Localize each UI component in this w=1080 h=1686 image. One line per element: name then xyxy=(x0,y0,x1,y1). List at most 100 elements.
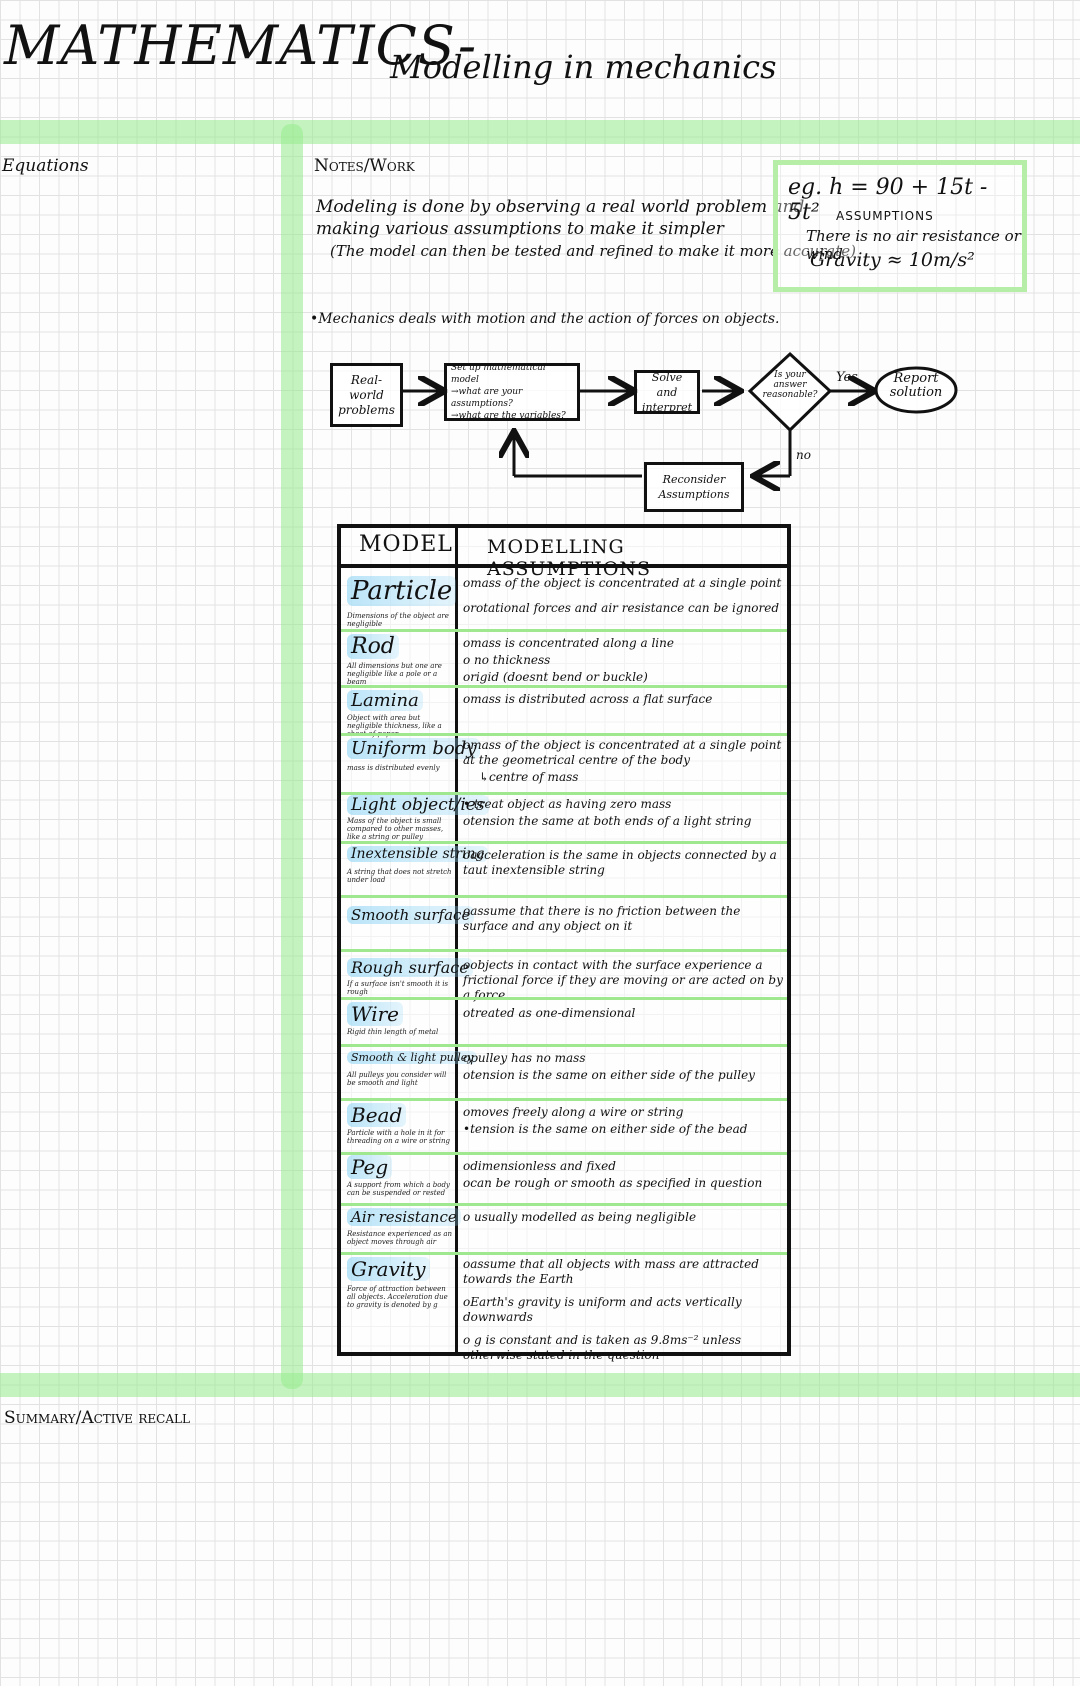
model-name: Rough surface xyxy=(347,958,473,977)
model-description: Dimensions of the object are negligible xyxy=(347,612,449,628)
row-divider xyxy=(341,1098,787,1101)
model-name: Bead xyxy=(347,1103,407,1127)
flow-setup-model: Set up mathematical model →what are your… xyxy=(444,363,580,421)
assumption-item: ↳centre of mass xyxy=(479,770,579,784)
intro-line: making various assumptions to make it si… xyxy=(316,219,724,239)
flow-yes-label: Yes xyxy=(836,370,858,385)
assumption-item: otension is the same on either side of t… xyxy=(463,1068,755,1082)
assumption-item: orotational forces and air resistance ca… xyxy=(463,601,780,615)
model-name: Smooth surface xyxy=(347,906,475,924)
flow-text: →what are the variables? xyxy=(451,411,566,421)
model-name: Wire xyxy=(347,1002,403,1026)
intro-text: Modeling is done by observing a real wor… xyxy=(316,196,856,262)
assumption-item: oassume that there is no friction betwee… xyxy=(463,904,741,933)
model-assumptions: omass is concentrated along a line o no … xyxy=(463,636,789,687)
assumption-item: omass is distributed across a flat surfa… xyxy=(463,692,713,706)
flow-text: Is your xyxy=(774,370,806,380)
assumption-item: oacceleration is the same in objects con… xyxy=(463,848,777,877)
flow-text: Report xyxy=(893,371,939,386)
report-ellipse xyxy=(874,366,958,414)
model-description: A string that does not stretch under loa… xyxy=(347,868,452,884)
model-description: All dimensions but one are negligible li… xyxy=(347,662,442,686)
model-assumptions: omass of the object is concentrated at a… xyxy=(463,576,789,618)
assumption-item: otreated as one-dimensional xyxy=(463,1006,636,1020)
row-divider xyxy=(341,1203,787,1206)
model-assumptions: opulley has no mass otension is the same… xyxy=(463,1051,789,1085)
row-divider xyxy=(341,895,787,898)
model-assumptions: omoves freely along a wire or string •te… xyxy=(463,1105,789,1139)
flow-text: Set up mathematical model xyxy=(451,363,546,385)
model-assumptions: oacceleration is the same in objects con… xyxy=(463,848,789,880)
assumption-item: otension the same at both ends of a ligh… xyxy=(463,814,752,828)
model-assumptions: omass is distributed across a flat surfa… xyxy=(463,692,789,709)
row-divider xyxy=(341,1252,787,1255)
row-divider xyxy=(341,1044,787,1047)
model-assumptions: • treat object as having zero mass otens… xyxy=(463,797,789,831)
flow-solve: Solve and interpret xyxy=(634,370,700,414)
model-description: Particle with a hole in it for threading… xyxy=(347,1129,450,1145)
assumption-item: oassume that all objects with mass are a… xyxy=(463,1257,759,1286)
assumption-item: • treat object as having zero mass xyxy=(463,797,672,811)
flow-report: Report solution xyxy=(876,372,956,400)
model-name: Rod xyxy=(347,634,399,659)
flow-reconsider: Reconsider Assumptions xyxy=(644,462,744,512)
assumption-item: omass of the object is concentrated at a… xyxy=(463,576,782,590)
flowchart-arrows xyxy=(403,351,958,520)
column-divider-band xyxy=(281,124,303,1389)
model-description: Resistance experienced as an object move… xyxy=(347,1230,453,1246)
flow-text: reasonable? xyxy=(762,390,818,400)
flow-text: problems xyxy=(338,402,395,417)
flow-no-label: no xyxy=(796,448,811,462)
model-assumptions: oobjects in contact with the surface exp… xyxy=(463,958,789,1005)
modelling-table: MODEL MODELLING ASSUMPTIONS Particle Dim… xyxy=(337,524,791,1362)
row-divider xyxy=(341,629,787,632)
assumption-item: o usually modelled as being negligible xyxy=(463,1210,697,1224)
assumption-item: •tension is the same on either side of t… xyxy=(463,1122,748,1136)
example-equation: eg. h = 90 + 15t - 5t² xyxy=(788,175,988,225)
row-divider xyxy=(341,949,787,952)
model-assumptions: omass of the object is concentrated at a… xyxy=(463,738,789,787)
table-header-assumptions: MODELLING ASSUMPTIONS xyxy=(487,536,652,580)
flow-text: Reconsider xyxy=(662,473,726,486)
model-name: Lamina xyxy=(347,690,423,711)
flow-text: Assumptions xyxy=(658,488,730,501)
assumptions-heading: ASSUMPTIONS xyxy=(836,209,934,223)
assumption-item: oEarth's gravity is uniform and acts ver… xyxy=(463,1295,742,1324)
bottom-divider-band xyxy=(0,1373,1080,1397)
flow-text: Solve and xyxy=(651,370,683,399)
flow-decision: Is your answer reasonable? xyxy=(760,370,820,400)
model-name: Particle xyxy=(347,576,457,606)
table-column-divider xyxy=(455,528,458,1352)
model-assumptions: o usually modelled as being negligible xyxy=(463,1210,789,1227)
model-description: If a surface isn't smooth it is rough xyxy=(347,980,449,996)
table-header-line xyxy=(341,564,787,568)
model-description: Force of attraction between all objects.… xyxy=(347,1285,448,1309)
assumption-item: o no thickness xyxy=(463,653,551,667)
example-assumption: There is no air resistance or wind xyxy=(806,227,1021,263)
flow-text: solution xyxy=(889,385,943,400)
model-description: Mass of the object is small compared to … xyxy=(347,817,444,841)
example-assumption: Gravity ≈ 10m/s² xyxy=(810,249,975,271)
model-assumptions: oassume that all objects with mass are a… xyxy=(463,1257,789,1365)
assumption-item: o g is constant and is taken as 9.8ms⁻² … xyxy=(463,1333,742,1362)
example-box: eg. h = 90 + 15t - 5t² ASSUMPTIONS There… xyxy=(773,160,1027,292)
summary-label: Summary/Active recall xyxy=(4,1408,190,1428)
assumption-item: oobjects in contact with the surface exp… xyxy=(463,958,783,1002)
row-divider xyxy=(341,733,787,736)
model-name: Light object/ies xyxy=(347,795,489,815)
flow-text: interpret xyxy=(641,400,693,414)
assumption-item: omass of the object is concentrated at a… xyxy=(463,738,782,767)
row-divider xyxy=(341,841,787,844)
assumption-item: origid (doesnt bend or buckle) xyxy=(463,670,648,684)
flow-real-world: Real-world problems xyxy=(330,363,403,427)
assumption-item: omass is concentrated along a line xyxy=(463,636,674,650)
flow-text: answer xyxy=(773,380,807,390)
model-name: Peg xyxy=(347,1155,393,1179)
assumption-item: omoves freely along a wire or string xyxy=(463,1105,684,1119)
top-divider-band xyxy=(0,120,1080,144)
model-assumptions: odimensionless and fixed ocan be rough o… xyxy=(463,1159,789,1193)
model-assumptions: oassume that there is no friction betwee… xyxy=(463,904,789,936)
model-description: All pulleys you consider will be smooth … xyxy=(347,1071,447,1087)
model-description: mass is distributed evenly xyxy=(347,764,440,772)
flow-text: →what are your assumptions? xyxy=(451,387,523,409)
